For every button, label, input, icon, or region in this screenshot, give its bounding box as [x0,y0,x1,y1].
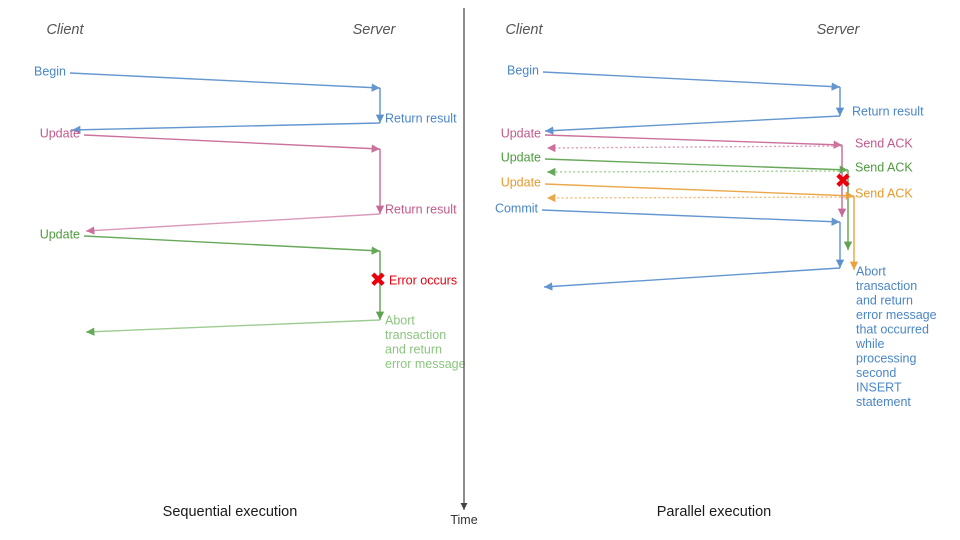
sequential-msg-update-2-response-arrow [85,319,381,336]
sequential-abort-note-line-1: transaction [385,328,446,342]
sequential-msg-update-2-client-label: Update [40,227,80,241]
parallel-abort-note-line-9: statement [856,395,911,409]
parallel-msg-begin-response-arrow [544,115,841,135]
parallel-abort-note-line-0: Abort [856,264,886,278]
parallel-abort-note-line-2: and return [856,293,913,307]
parallel-abort-note-line-4: that occurred [856,322,929,336]
parallel-msg-begin-client-label: Begin [507,63,539,77]
sequential-msg-begin-response-arrow [71,122,381,135]
parallel-msg-update-1-client-label: Update [501,126,541,140]
sequential-msg-begin-return-label: Return result [385,111,457,125]
parallel-abort-note-line-8: INSERT [856,380,902,394]
sequential-error-label: Error occurs [389,273,457,287]
sequential-abort-note-line-0: Abort [385,313,415,327]
parallel-abort-note-line-1: transaction [856,279,917,293]
sequential-abort-note-line-3: error message [385,357,466,371]
sequential-msg-update-1-response-arrow [85,213,381,235]
panel-parallel-client-header: Client [505,22,543,38]
parallel-msg-commit-client-label: Commit [495,201,539,215]
parallel-abort-note-line-3: error message [856,308,937,322]
parallel-msg-update-1-request-arrow [544,134,843,149]
sequential-msg-begin-client-label: Begin [34,64,66,78]
sequential-msg-update-1-client-label: Update [40,126,80,140]
parallel-msg-update-2-return-label: Send ACK [855,160,913,174]
parallel-msg-update-2-client-label: Update [501,150,541,164]
sequential-msg-update-1-return-label: Return result [385,202,457,216]
parallel-msg-update-2-request-arrow [544,158,849,174]
parallel-msg-commit-request-arrow [541,209,841,226]
parallel-abort-note-line-5: while [855,337,885,351]
parallel-msg-update-1-return-label: Send ACK [855,136,913,150]
panel-sequential-server-header: Server [353,22,397,38]
parallel-msg-begin-request-arrow [542,71,841,91]
parallel-abort-note-line-6: processing [856,351,916,365]
sequential-abort-note-line-2: and return [385,342,442,356]
sequential-msg-update-2-request-arrow [83,235,381,255]
panel-sequential-caption: Sequential execution [163,504,298,520]
sequential-msg-update-1-request-arrow [83,134,381,153]
parallel-msg-update-1-ack-arrow [546,143,843,153]
panel-parallel-caption: Parallel execution [657,504,771,520]
sequential-msg-begin-request-arrow [69,72,381,92]
parallel-msg-update-3-return-label: Send ACK [855,186,913,200]
panel-parallel-server-header: Server [817,22,861,38]
time-axis-label: Time [450,513,477,527]
panel-sequential-client-header: Client [46,22,84,38]
parallel-msg-commit-response-arrow [543,267,841,291]
parallel-msg-update-3-client-label: Update [501,175,541,189]
parallel-abort-note-line-7: second [856,366,896,380]
parallel-msg-update-3-request-arrow [544,183,855,200]
sequential-error-x-icon: ✖ [370,269,387,291]
parallel-error-x-icon: ✖ [835,170,852,192]
parallel-msg-update-2-ack-arrow [546,167,849,177]
parallel-msg-update-3-ack-arrow [546,193,855,203]
parallel-msg-begin-return-label: Return result [852,104,924,118]
